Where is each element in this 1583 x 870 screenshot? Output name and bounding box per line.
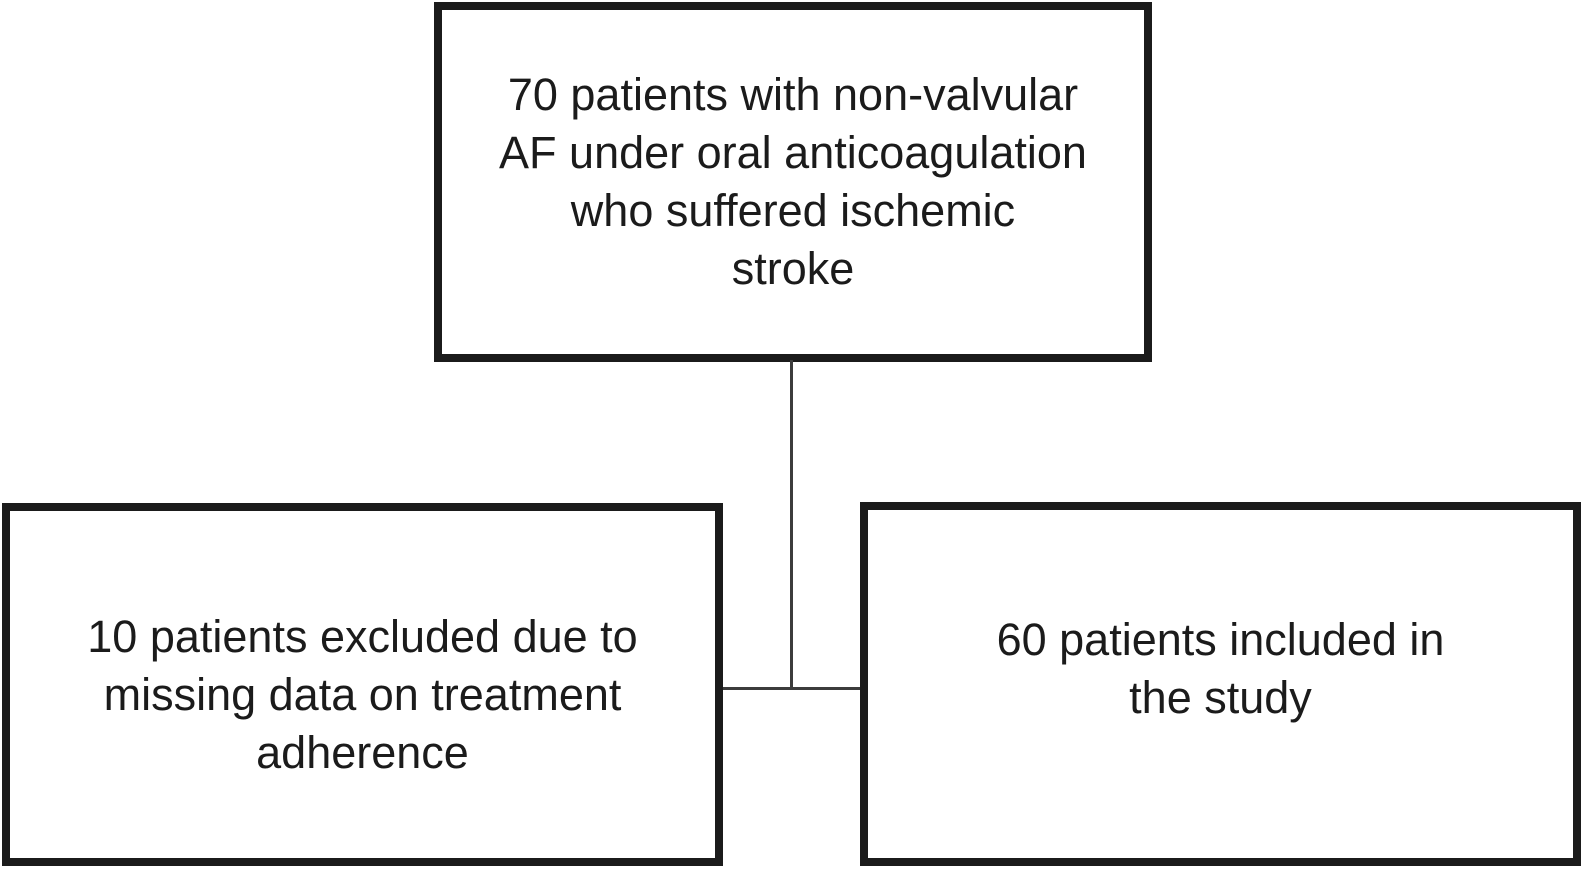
text-line: stroke <box>731 243 855 294</box>
flow-box-cohort-text: 70 patients with non-valvular AF under o… <box>499 66 1087 298</box>
text-line: missing data on treatment <box>103 668 622 720</box>
connector-horizontal-line <box>723 687 860 690</box>
flow-box-included: 60 patients included in the study <box>860 502 1581 866</box>
connector-vertical-line <box>790 360 793 690</box>
flow-box-included-text: 60 patients included in the study <box>997 611 1445 727</box>
flow-box-excluded: 10 patients excluded due to missing data… <box>2 503 723 866</box>
text-line: 60 patients included in <box>996 614 1445 665</box>
text-line: 10 patients excluded due to <box>87 610 638 662</box>
text-line: adherence <box>256 726 469 778</box>
text-line: who suffered ischemic <box>570 185 1016 236</box>
flow-box-excluded-text: 10 patients excluded due to missing data… <box>87 608 637 782</box>
flow-box-cohort: 70 patients with non-valvular AF under o… <box>434 2 1152 362</box>
text-line: the study <box>1129 672 1312 723</box>
text-line: AF under oral anticoagulation <box>499 127 1087 178</box>
text-line: 70 patients with non-valvular <box>507 69 1079 120</box>
